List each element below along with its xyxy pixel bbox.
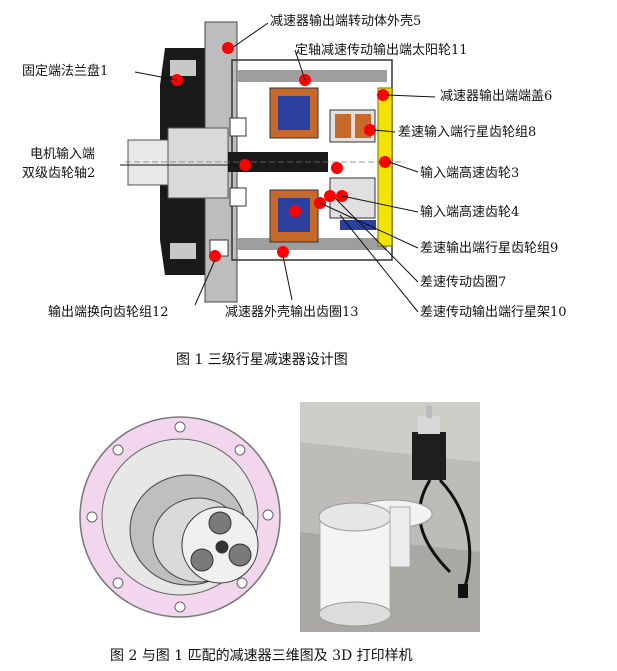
label-part1: 固定端法兰盘1 [22,64,109,79]
label-part8: 差速输入端行星齿轮组8 [398,125,537,140]
label-part10: 差速传动输出端行星架10 [420,305,567,320]
label-part5: 减速器输出端转动体外壳5 [270,14,422,29]
label-part11: 定轴减速传动输出端太阳轮11 [295,43,468,58]
figure1-caption: 图 1 三级行星减速器设计图 [176,352,348,368]
label-part13: 减速器外壳输出齿圈13 [225,305,359,320]
3d-print-prototype-photo [300,402,480,632]
figure2-caption: 图 2 与图 1 匹配的减速器三维图及 3D 打印样机 [110,648,413,664]
label-part7: 差速传动齿圈7 [420,275,507,290]
label-part4: 输入端高速齿轮4 [420,205,520,220]
label-part2b: 双级齿轮轴2 [22,166,96,181]
reducer-section-drawing [120,21,436,313]
label-part6: 减速器输出端端盖6 [440,89,553,104]
label-part12: 输出端换向齿轮组12 [48,305,169,320]
label-part2a: 电机输入端 [30,147,96,162]
reducer-3d-render [79,416,281,618]
label-part9: 差速输出端行星齿轮组9 [420,241,559,256]
label-part3: 输入端高速齿轮3 [420,166,520,181]
